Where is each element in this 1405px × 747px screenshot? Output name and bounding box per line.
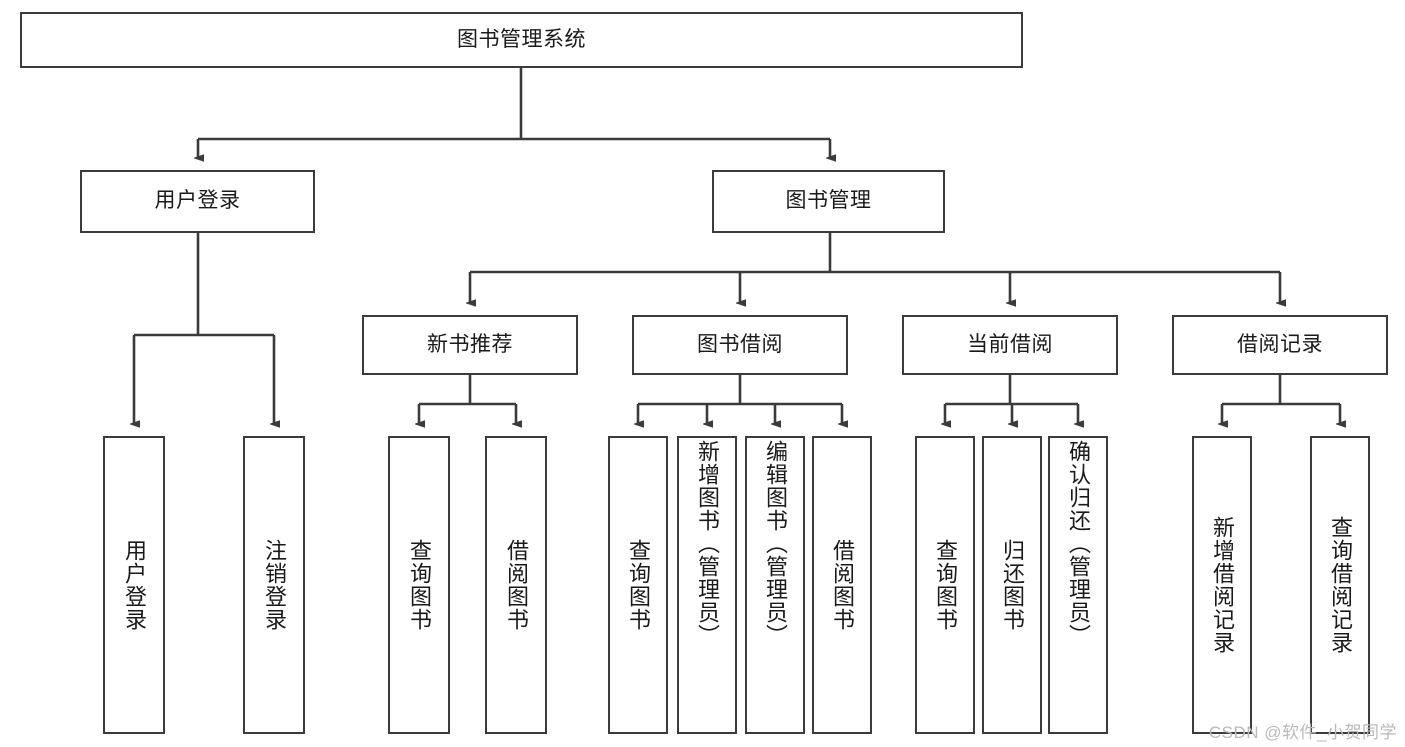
leaf-node[interactable]: 归还图书: [982, 436, 1042, 734]
node-book-borrow-label: 图书借阅: [697, 332, 783, 356]
node-new-book-recommend[interactable]: 新书推荐: [362, 315, 578, 375]
node-borrow-record[interactable]: 借阅记录: [1172, 315, 1388, 375]
node-current-borrow[interactable]: 当前借阅: [902, 315, 1118, 375]
leaf-node[interactable]: 编辑图书（管理员）: [745, 436, 805, 734]
node-user-login[interactable]: 用户登录: [80, 170, 315, 233]
watermark-credit: CSDN @软件_小贺同学: [1208, 723, 1397, 742]
leaf-node-label: 确认归还（管理员）: [1065, 440, 1091, 647]
leaf-node-label: 借阅图书: [829, 539, 855, 631]
node-new-book-recommend-label: 新书推荐: [427, 332, 513, 356]
leaf-node-label: 注销登录: [261, 539, 287, 631]
leaf-node[interactable]: 查询图书: [608, 436, 668, 734]
leaf-node-label: 查询图书: [625, 539, 651, 631]
node-book-management-label: 图书管理: [785, 189, 872, 213]
leaf-node[interactable]: 借阅图书: [812, 436, 872, 734]
node-book-management[interactable]: 图书管理: [712, 170, 945, 233]
leaf-node-label: 归还图书: [999, 539, 1025, 631]
leaf-node[interactable]: 注销登录: [243, 436, 305, 734]
leaf-node[interactable]: 查询图书: [388, 436, 450, 734]
node-user-login-label: 用户登录: [154, 189, 241, 213]
node-current-borrow-label: 当前借阅: [967, 332, 1053, 356]
node-root-label: 图书管理系统: [457, 27, 586, 51]
leaf-node-label: 新增图书（管理员）: [694, 440, 720, 647]
leaf-node-label: 查询借阅记录: [1327, 516, 1353, 654]
node-book-management-system[interactable]: 图书管理系统: [20, 12, 1023, 68]
leaf-node[interactable]: 新增借阅记录: [1192, 436, 1252, 734]
leaf-node[interactable]: 查询图书: [915, 436, 975, 734]
node-borrow-record-label: 借阅记录: [1237, 332, 1323, 356]
leaf-node[interactable]: 查询借阅记录: [1310, 436, 1370, 734]
leaf-node-label: 查询图书: [406, 539, 432, 631]
leaf-node[interactable]: 新增图书（管理员）: [677, 436, 737, 734]
leaf-node-label: 借阅图书: [503, 539, 529, 631]
node-book-borrow[interactable]: 图书借阅: [632, 315, 848, 375]
leaf-node[interactable]: 确认归还（管理员）: [1048, 436, 1108, 734]
leaf-node-label: 编辑图书（管理员）: [762, 440, 788, 647]
leaf-node[interactable]: 用户登录: [103, 436, 165, 734]
leaf-node-label: 用户登录: [121, 539, 147, 631]
leaf-node[interactable]: 借阅图书: [485, 436, 547, 734]
leaf-node-label: 查询图书: [932, 539, 958, 631]
leaf-node-label: 新增借阅记录: [1209, 516, 1235, 654]
